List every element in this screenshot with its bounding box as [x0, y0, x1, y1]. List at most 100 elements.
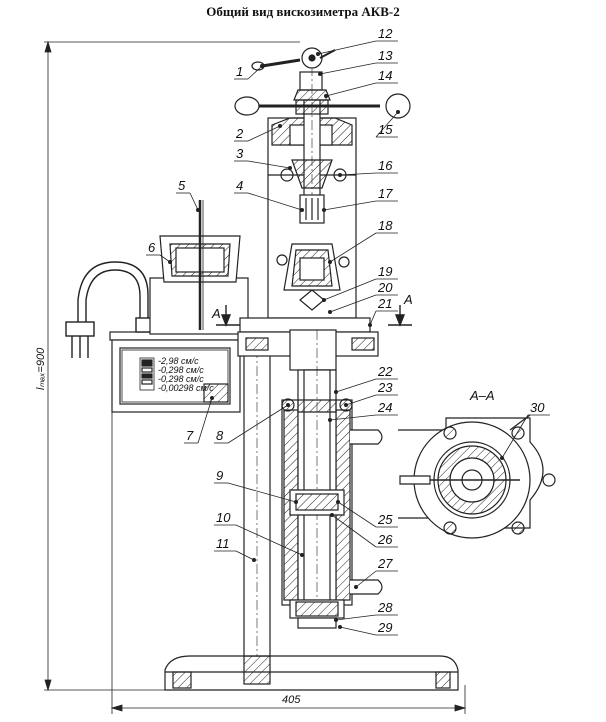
section-mark-left: А — [211, 306, 221, 321]
display-reading-3: -0,298 см/с — [158, 374, 204, 384]
part-label-8: 8 — [216, 428, 224, 443]
leader-line-14 — [325, 82, 377, 97]
part-label-18: 18 — [378, 218, 393, 233]
leader-dot-3 — [287, 165, 292, 170]
leader-dot-27 — [353, 585, 358, 590]
leader-line-1 — [247, 65, 263, 80]
part-label-13: 13 — [378, 48, 393, 63]
leader-dot-20 — [327, 309, 332, 314]
leader-dot-1 — [259, 64, 264, 69]
leader-line-19 — [323, 278, 377, 301]
leader-dot-14 — [323, 94, 328, 99]
base-plate — [164, 655, 459, 691]
leader-line-5 — [189, 192, 199, 211]
leader-dot-21 — [367, 322, 372, 327]
leader-line-28 — [335, 614, 377, 621]
leader-dot-16 — [337, 172, 342, 177]
leader-line-9 — [227, 482, 297, 503]
leader-line-12 — [317, 40, 377, 55]
leader-dot-23 — [343, 402, 348, 407]
leader-dot-13 — [317, 72, 322, 77]
part-label-6: 6 — [148, 240, 156, 255]
height-dimension — [44, 40, 300, 692]
leader-dot-18 — [327, 259, 332, 264]
leader-line-21 — [369, 310, 377, 326]
measuring-assembly — [237, 317, 383, 630]
drawing-title: Общий вид вискозиметра АКВ-2 — [206, 4, 400, 19]
part-label-25: 25 — [377, 512, 393, 527]
section-view — [398, 414, 556, 539]
leader-lines — [146, 40, 550, 636]
leader-dot-2 — [277, 124, 282, 129]
part-label-5: 5 — [178, 178, 186, 193]
part-label-20: 20 — [377, 280, 393, 295]
leader-dot-7 — [209, 395, 214, 400]
leader-line-26 — [331, 514, 377, 548]
part-label-7: 7 — [186, 428, 194, 443]
leader-dot-25 — [335, 499, 340, 504]
leader-line-7 — [197, 397, 213, 444]
leader-dot-28 — [333, 618, 338, 623]
part-label-21: 21 — [377, 296, 392, 311]
leader-line-16 — [339, 172, 377, 176]
part-label-16: 16 — [378, 158, 393, 173]
leader-line-17 — [323, 200, 377, 211]
part-label-22: 22 — [377, 364, 393, 379]
leader-dot-24 — [327, 417, 332, 422]
section-mark-right: А — [403, 292, 413, 307]
part-label-1: 1 — [236, 64, 243, 79]
part-label-27: 27 — [377, 556, 393, 571]
section-view-title: А–А — [469, 388, 495, 403]
part-label-3: 3 — [236, 146, 244, 161]
part-label-9: 9 — [216, 468, 223, 483]
part-label-2: 2 — [235, 126, 244, 141]
leader-dot-26 — [329, 513, 334, 518]
leader-line-30 — [501, 414, 529, 459]
leader-line-15 — [375, 111, 399, 138]
part-label-19: 19 — [378, 264, 392, 279]
leader-dot-30 — [499, 455, 504, 460]
part-label-14: 14 — [378, 68, 392, 83]
height-dimension-label: lₘₐₓ=900 — [35, 347, 47, 390]
leader-line-6 — [159, 254, 171, 263]
leader-line-24 — [329, 414, 377, 421]
part-label-4: 4 — [236, 178, 243, 193]
display-reading-2: -0,298 см/с — [158, 365, 204, 375]
leader-line-27 — [355, 570, 377, 588]
part-label-23: 23 — [377, 380, 393, 395]
part-label-12: 12 — [378, 26, 393, 41]
part-label-24: 24 — [377, 400, 392, 415]
leader-line-23 — [345, 394, 377, 406]
leader-dot-29 — [337, 625, 342, 630]
part-label-29: 29 — [377, 620, 392, 635]
display-reading-1: -2,98 см/с — [158, 356, 199, 366]
leader-line-2 — [247, 125, 281, 142]
part-label-10: 10 — [216, 510, 231, 525]
leader-line-10 — [235, 524, 303, 556]
leader-dot-5 — [195, 207, 200, 212]
part-label-17: 17 — [378, 186, 393, 201]
part-label-15: 15 — [378, 122, 393, 137]
leader-line-13 — [319, 62, 377, 75]
leader-dot-11 — [251, 558, 256, 563]
leader-line-3 — [247, 160, 291, 169]
leader-dot-15 — [395, 110, 400, 115]
leader-dot-6 — [167, 259, 172, 264]
leader-dot-9 — [293, 499, 298, 504]
leader-line-18 — [329, 232, 377, 263]
leader-dot-4 — [299, 207, 304, 212]
leader-line-4 — [247, 192, 303, 211]
leader-dot-10 — [299, 553, 304, 558]
leader-line-22 — [335, 378, 377, 393]
sample-cup — [149, 200, 249, 335]
leader-dot-8 — [285, 402, 290, 407]
leader-dot-17 — [321, 207, 326, 212]
leader-dot-19 — [321, 297, 326, 302]
leader-line-8 — [227, 404, 289, 444]
leader-dot-22 — [333, 389, 338, 394]
leader-dot-12 — [315, 52, 320, 57]
section-arrows — [216, 305, 412, 327]
power-cable — [65, 261, 153, 358]
